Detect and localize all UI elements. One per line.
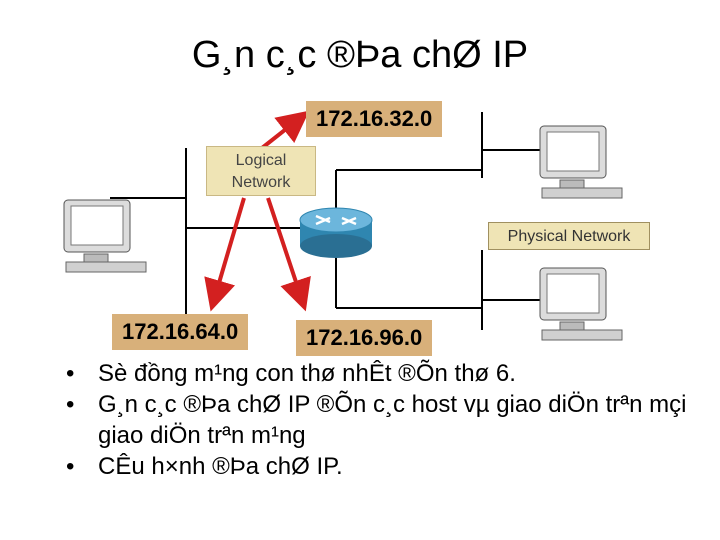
network-address-mid: 172.16.96.0 <box>296 320 433 356</box>
physical-network-tag: Physical Network <box>488 222 650 250</box>
bullet-text: G¸n c¸c ®Þa chØ IP ®Õn c¸c host vµ giao … <box>98 391 687 449</box>
router-icon <box>299 207 373 258</box>
arrow-icon-mid <box>266 197 311 312</box>
bullet-item: •CÊu h×nh ®Þa chØ IP. <box>66 453 343 480</box>
computer-icon-left <box>63 199 147 273</box>
computer-icon-bottom-right <box>539 267 623 341</box>
bullet-item: •G¸n c¸c ®Þa chØ IP ®Õn c¸c host vµ giao… <box>66 391 687 449</box>
computer-icon-top-right <box>539 125 623 199</box>
bullet-list: •Sè đồng m¹ng con thø nhÊt ®Õn thø 6. •G… <box>66 358 706 482</box>
network-address-left: 172.16.64.0 <box>112 314 249 350</box>
bullet-text: CÊu h×nh ®Þa chØ IP. <box>98 453 343 480</box>
arrow-icon-left <box>204 197 246 312</box>
arrow-icon-top <box>260 110 310 150</box>
network-address-top: 172.16.32.0 <box>306 101 443 137</box>
slide-title: G¸n c¸c ®Þa chØ IP <box>191 34 529 76</box>
bullet-text: Sè đồng m¹ng con thø nhÊt ®Õn thø 6. <box>98 360 516 387</box>
bullet-item: •Sè đồng m¹ng con thø nhÊt ®Õn thø 6. <box>66 360 516 387</box>
logical-network-tag: Logical Network <box>206 146 316 196</box>
